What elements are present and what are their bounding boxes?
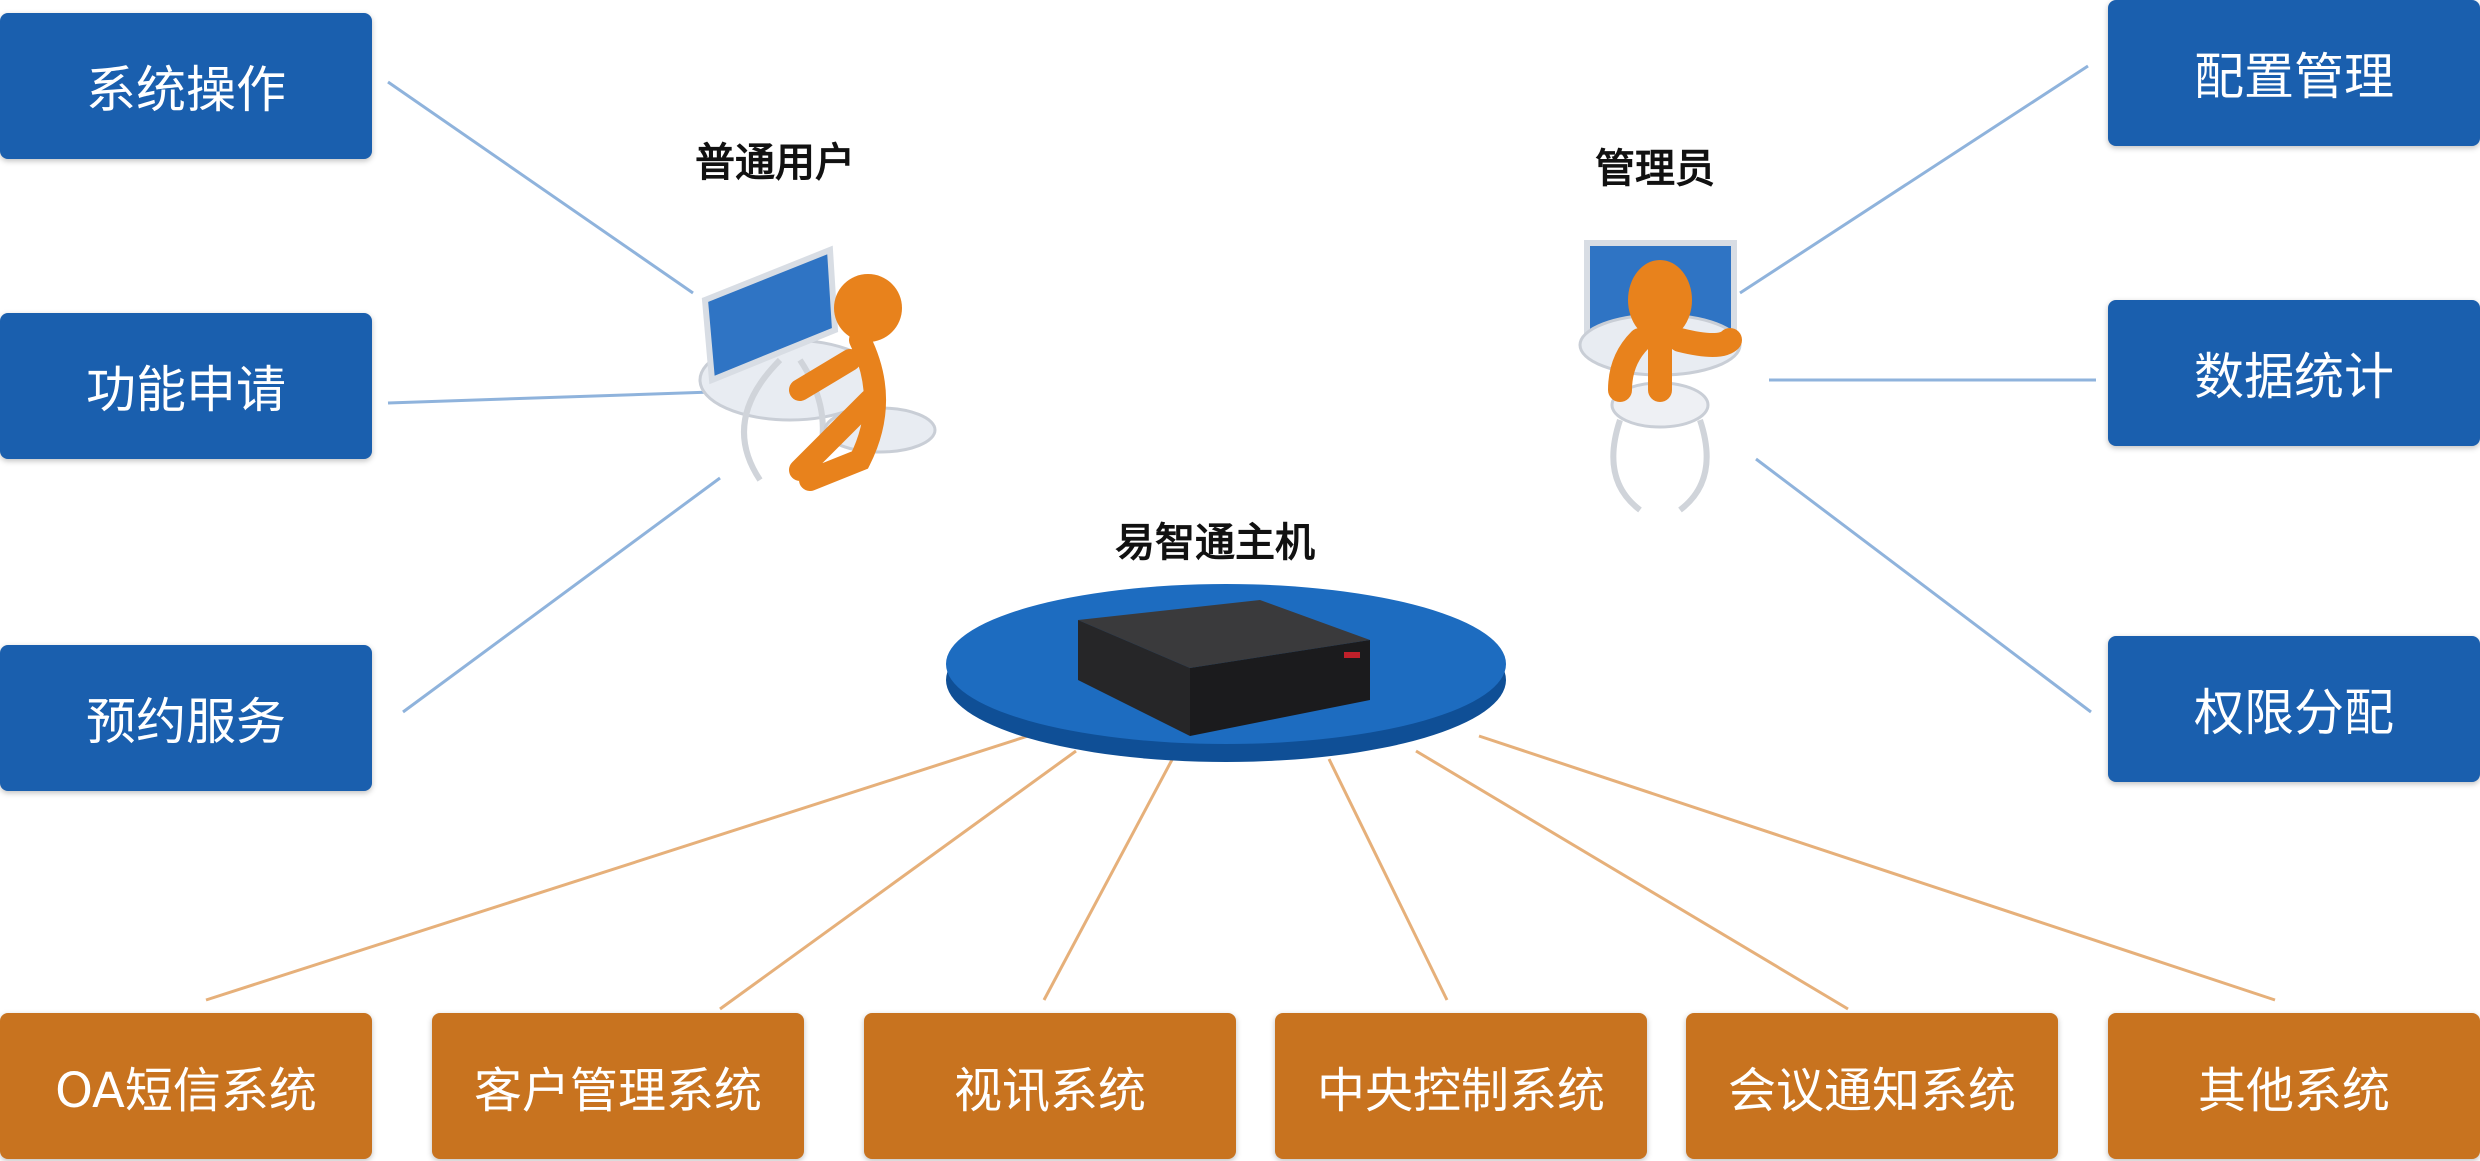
- admin-function-permissions[interactable]: 权限分配: [2108, 636, 2480, 782]
- host-platform-icon: [946, 584, 1506, 762]
- connector-line: [1755, 457, 2092, 714]
- user-function-booking-service[interactable]: 预约服务: [0, 645, 372, 791]
- subsystem-other[interactable]: 其他系统: [2108, 1013, 2480, 1159]
- connector-line: [402, 476, 721, 714]
- admin-function-config[interactable]: 配置管理: [2108, 0, 2480, 146]
- connector-line: [1327, 758, 1449, 1001]
- connector-line: [387, 80, 694, 295]
- subsystem-crm[interactable]: 客户管理系统: [432, 1013, 804, 1159]
- user-function-system-operation[interactable]: 系统操作: [0, 13, 372, 159]
- host-label: 易智通主机: [1115, 520, 1315, 566]
- subsystem-meeting-notice[interactable]: 会议通知系统: [1686, 1013, 2058, 1159]
- connector-line: [387, 390, 713, 405]
- connector-line: [1739, 64, 2089, 295]
- connector-line: [719, 749, 1077, 1011]
- user-figure-icon: [698, 245, 937, 491]
- connector-line: [1042, 755, 1176, 1001]
- user-function-feature-request[interactable]: 功能申请: [0, 313, 372, 459]
- admin-function-statistics[interactable]: 数据统计: [2108, 300, 2480, 446]
- subsystem-oa-sms[interactable]: OA短信系统: [0, 1013, 372, 1159]
- user-role-label: 普通用户: [695, 140, 855, 186]
- admin-role-label: 管理员: [1595, 146, 1715, 192]
- connector-line: [1415, 749, 1849, 1011]
- connector-line: [205, 734, 1029, 1002]
- subsystem-central-control[interactable]: 中央控制系统: [1275, 1013, 1647, 1159]
- admin-figure-icon: [1578, 240, 1742, 513]
- subsystem-video[interactable]: 视讯系统: [864, 1013, 1236, 1159]
- connector-line: [1478, 734, 2276, 1002]
